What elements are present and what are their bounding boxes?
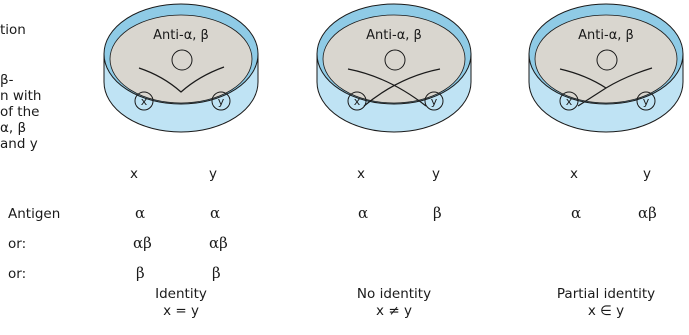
well-label-y: y	[643, 95, 650, 108]
antigen-y-row-1: α	[210, 205, 220, 221]
well-label-x: x	[141, 95, 148, 108]
side-text-line-4: of the	[0, 104, 39, 120]
caption-title: No identity	[357, 286, 431, 303]
row-label-or-2: or:	[8, 266, 26, 282]
column-header-x: x	[357, 166, 365, 182]
petri-dish-no-identity: Anti-α, β x y	[314, 2, 474, 162]
antigen-y-row-1: αβ	[638, 205, 657, 221]
column-header-x: x	[130, 166, 138, 182]
caption-no-identity: No identity x ≠ y	[357, 286, 431, 320]
antiserum-label: Anti-α, β	[578, 28, 634, 43]
antigen-x-row-1: α	[571, 205, 581, 221]
row-label-antigen: Antigen	[8, 206, 60, 222]
side-text-line-1: tion	[0, 22, 26, 38]
dish-body	[529, 4, 683, 132]
well-label-y: y	[431, 95, 438, 108]
antigen-x-row-3: β	[136, 265, 145, 281]
antigen-x-row-1: α	[358, 205, 368, 221]
column-header-y: y	[432, 166, 440, 182]
antigen-x-row-2: αβ	[133, 235, 152, 251]
dish-body	[317, 4, 471, 132]
side-text-line-2: β-	[0, 72, 14, 88]
caption-title: Partial identity	[557, 286, 655, 303]
antigen-y-row-1: β	[433, 205, 442, 221]
antiserum-label: Anti-α, β	[153, 28, 209, 43]
side-text-line-3: n with	[0, 88, 42, 104]
side-text-line-5: α, β	[0, 120, 26, 136]
well-label-x: x	[354, 95, 361, 108]
antigen-y-row-3: β	[212, 265, 221, 281]
antigen-x-row-1: α	[135, 205, 145, 221]
caption-relation: x ∈ y	[557, 303, 655, 320]
column-header-x: x	[570, 166, 578, 182]
row-label-or-1: or:	[8, 236, 26, 252]
caption-identity: Identity x = y	[155, 286, 207, 320]
antigen-y-row-2: αβ	[209, 235, 228, 251]
well-label-x: x	[566, 95, 573, 108]
antiserum-label: Anti-α, β	[366, 28, 422, 43]
dish-body	[104, 4, 258, 132]
side-text-line-6: and y	[0, 136, 38, 152]
column-header-y: y	[209, 166, 217, 182]
caption-partial-identity: Partial identity x ∈ y	[557, 286, 655, 320]
caption-relation: x = y	[155, 303, 207, 320]
well-label-y: y	[218, 95, 225, 108]
column-header-y: y	[643, 166, 651, 182]
caption-title: Identity	[155, 286, 207, 303]
petri-dish-identity: Anti-α, β x y	[101, 2, 261, 162]
petri-dish-partial-identity: Anti-α, β x y	[526, 2, 686, 162]
caption-relation: x ≠ y	[357, 303, 431, 320]
